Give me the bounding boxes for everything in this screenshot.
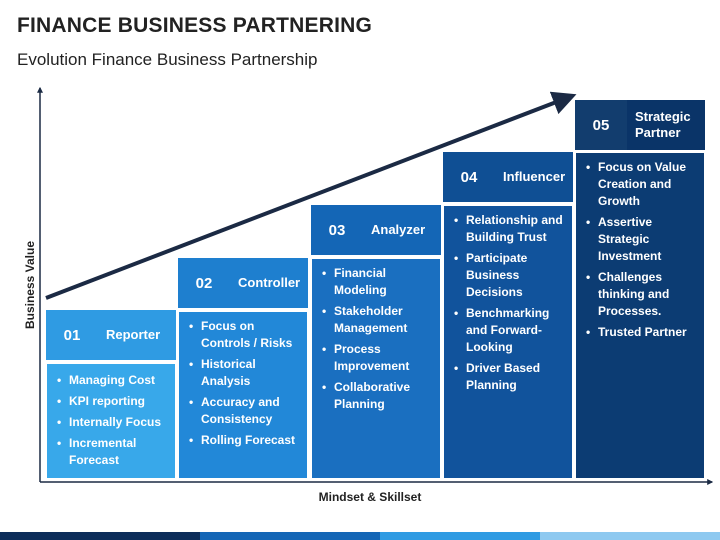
stage-02-header: 02 Controller <box>178 258 308 308</box>
stage-04-item: Driver Based Planning <box>454 360 568 394</box>
stage-01-item: KPI reporting <box>57 393 171 410</box>
stage-03-item: Process Improvement <box>322 341 436 375</box>
stage-03-number: 03 <box>311 205 363 255</box>
stage-05-number: 05 <box>575 100 627 150</box>
stage-01-title: Reporter <box>106 327 161 342</box>
stage-05-body: Focus on Value Creation and Growth Asser… <box>575 152 705 479</box>
stage-05-title: Strategic Partner <box>635 109 691 140</box>
stage-05-item: Challenges thinking and Processes. <box>586 269 700 320</box>
growth-arrow <box>45 91 577 300</box>
page-title: FINANCE BUSINESS PARTNERING <box>17 14 373 37</box>
stage-02-number: 02 <box>178 258 230 308</box>
stage-04-item: Relationship and Building Trust <box>454 212 568 246</box>
stage-01-item: Managing Cost <box>57 372 171 389</box>
stage-01-header: 01 Reporter <box>46 310 176 360</box>
stage-04-header: 04 Influencer <box>443 152 573 202</box>
stage-03-header: 03 Analyzer <box>311 205 441 255</box>
stage-04-number: 04 <box>443 152 495 202</box>
stage-05-header: 05 Strategic Partner <box>575 100 705 150</box>
stage-03-title: Analyzer <box>371 222 426 237</box>
stage-04-body: Relationship and Building Trust Particip… <box>443 205 573 479</box>
stage-03-item: Financial Modeling <box>322 265 436 299</box>
stage-03-item: Collaborative Planning <box>322 379 436 413</box>
stage-02-body: Focus on Controls / Risks Historical Ana… <box>178 311 308 479</box>
stage-03-body: Financial Modeling Stakeholder Managemen… <box>311 258 441 479</box>
stage-01-number: 01 <box>46 310 98 360</box>
stage-04-item: Benchmarking and Forward-Looking <box>454 305 568 356</box>
x-axis-label: Mindset & Skillset <box>318 490 422 504</box>
page-subtitle: Evolution Finance Business Partnership <box>17 50 318 69</box>
stage-05-item: Focus on Value Creation and Growth <box>586 159 700 210</box>
stage-05-item: Assertive Strategic Investment <box>586 214 700 265</box>
y-axis-label: Business Value <box>23 240 37 330</box>
stage-02-item: Rolling Forecast <box>189 432 303 449</box>
stage-04-item: Participate Business Decisions <box>454 250 568 301</box>
stage-01-item: Incremental Forecast <box>57 435 171 469</box>
stage-03-item: Stakeholder Management <box>322 303 436 337</box>
footer-color-strip <box>0 532 720 540</box>
stage-02-item: Historical Analysis <box>189 356 303 390</box>
stage-02-title: Controller <box>238 275 301 290</box>
stage-02-item: Accuracy and Consistency <box>189 394 303 428</box>
stage-05-item: Trusted Partner <box>586 324 700 341</box>
stage-04-title: Influencer <box>503 169 566 184</box>
stage-01-body: Managing Cost KPI reporting Internally F… <box>46 363 176 479</box>
stage-02-item: Focus on Controls / Risks <box>189 318 303 352</box>
stage-01-item: Internally Focus <box>57 414 171 431</box>
